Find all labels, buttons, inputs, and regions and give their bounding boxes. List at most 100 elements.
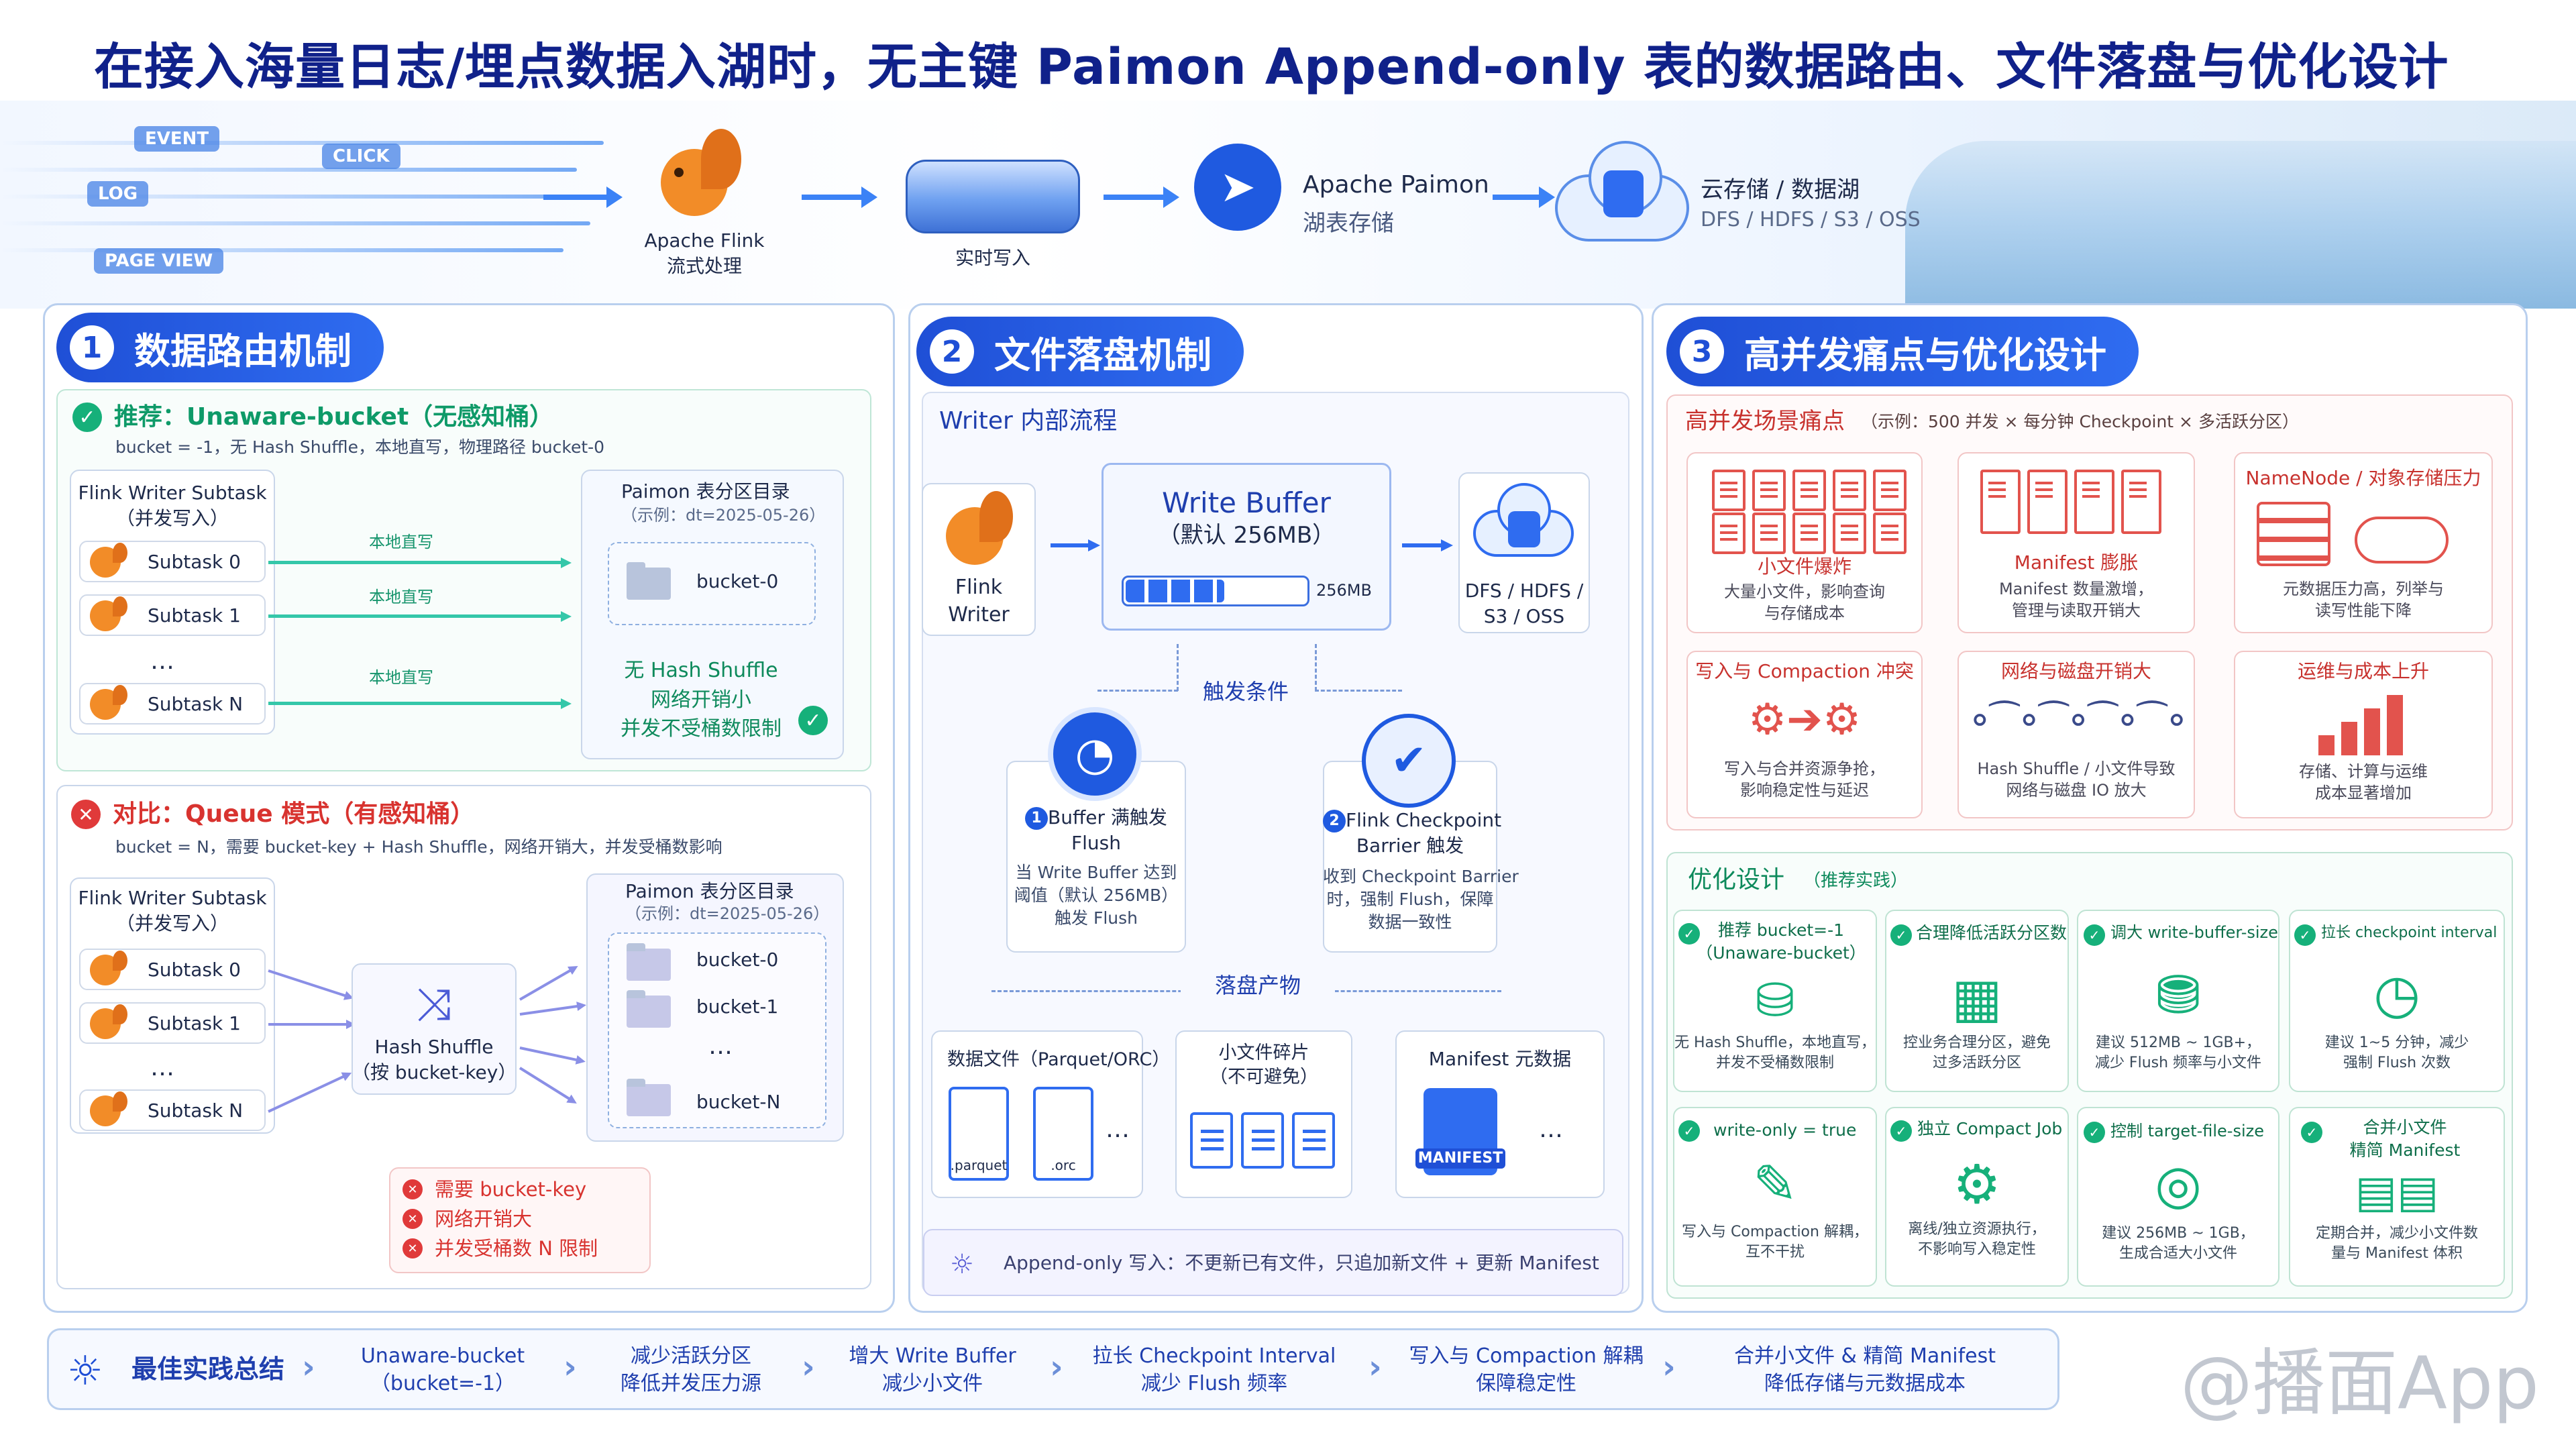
clock-icon: ◷	[2373, 963, 2420, 1025]
rec-title: 推荐：Unaware-bucket（无感知桶）	[114, 403, 554, 431]
opt-7-desc: 定期合并，减少小文件数量与 Manifest 体积	[2315, 1225, 2478, 1262]
o1-more: …	[1106, 1116, 1130, 1143]
buffer-size: 256MB	[1316, 581, 1372, 600]
check-icon: ✓	[1678, 923, 1700, 945]
pain-5-desc: 存储、计算与运维成本显著增加	[2299, 762, 2428, 803]
cloud-storage-icon	[1555, 141, 1689, 241]
tag-click: CLICK	[322, 144, 400, 169]
pain-2-desc: 元数据压力高，列举与读写性能下降	[2283, 580, 2444, 621]
subtask-1: Subtask 1	[79, 594, 266, 636]
opt-5-desc: 离线/独立资源执行，不影响写入稳定性	[1908, 1221, 2046, 1258]
parquet-file-icon	[949, 1087, 1009, 1181]
output-data-files	[931, 1030, 1143, 1198]
panel2-number: 2	[930, 329, 974, 374]
orc-file-icon	[1033, 1087, 1093, 1181]
check-icon: ✓	[1890, 924, 1912, 946]
t1-number: 1	[1025, 807, 1049, 830]
pain-0-desc: 大量小文件，影响查询与存储成本	[1724, 582, 1885, 623]
queue-dir-title: Paimon 表分区目录	[625, 880, 794, 902]
x-icon: ✕	[71, 800, 101, 829]
merge-files-icon: ▤▤	[2355, 1166, 2439, 1218]
cloud-db-icon	[1473, 483, 1574, 564]
pain-3-title: 写入与 Compaction 冲突	[1695, 660, 1914, 682]
edit-icon: ✎	[1752, 1153, 1798, 1216]
chevron-right-icon: ›	[302, 1348, 315, 1386]
file-fragment-icon	[1292, 1112, 1335, 1169]
buffer-sub: （默认 256MB）	[1157, 522, 1336, 549]
check-icon: ✓	[1678, 1120, 1700, 1142]
chevron-right-icon: ›	[1662, 1348, 1676, 1386]
note-text: Append-only 写入：不更新已有文件，只追加新文件 + 更新 Manif…	[1004, 1252, 1599, 1274]
opt-card-5	[1885, 1107, 2069, 1287]
cloud-name: 云存储 / 数据湖	[1701, 176, 1860, 203]
bucket0-label: bucket-0	[696, 570, 779, 592]
server-icon	[2257, 502, 2330, 566]
flink-icon	[90, 951, 127, 985]
o3-tag: MANIFEST	[1415, 1148, 1505, 1169]
benefit-check-icon: ✓	[798, 706, 828, 735]
x-icon: ✕	[402, 1238, 423, 1258]
panel2-header: 2 文件落盘机制	[916, 317, 1244, 386]
opt-6-title: 控制 target-file-size	[2110, 1122, 2265, 1140]
flink-squirrel-icon	[942, 491, 1016, 565]
local-write-label-n: 本地直写	[369, 668, 433, 687]
page-title: 在接入海量日志/埋点数据入湖时，无主键 Paimon Append-only 表…	[94, 38, 2449, 96]
cloud-sub: DFS / HDFS / S3 / OSS	[1701, 208, 1921, 231]
opt-2-title: 调大 write-buffer-size	[2110, 923, 2278, 942]
flink-icon	[90, 543, 127, 578]
cloud-icon	[2355, 517, 2449, 564]
opt-0-desc: 无 Hash Shuffle，本地直写，并发不受桶数限制	[1674, 1034, 1876, 1071]
o1-ext-orc: .orc	[1051, 1157, 1076, 1173]
opt-note: （推荐实践）	[1803, 871, 1909, 891]
writer-title: Flink Writer Subtask（并发写入）	[78, 482, 267, 529]
subtask-ellipsis: …	[150, 647, 174, 675]
network-nodes-icon: ⚬⁀⚬⁀⚬⁀⚬⁀⚬	[1965, 701, 2191, 741]
cmp-desc: bucket = N，需要 bucket-key + Hash Shuffle，…	[115, 837, 722, 857]
queue-subtask-ellipsis: …	[150, 1054, 174, 1081]
pipe-icon	[906, 160, 1080, 233]
queue-dir-example: （示例：dt=2025-05-26）	[625, 904, 830, 923]
pain-card-4	[1957, 651, 2195, 818]
paimon-icon: ➤	[1194, 144, 1281, 231]
rec-desc: bucket = -1，无 Hash Shuffle，本地直写，物理路径 buc…	[115, 437, 605, 457]
summary-item-4: 写入与 Compaction 解耦保障稳定性	[1409, 1344, 1644, 1395]
gear-conflict-icon: ⚙➔⚙	[1748, 695, 1862, 745]
calendar-icon: ▦	[1951, 967, 2002, 1029]
x-icon: ✕	[402, 1209, 423, 1229]
file-fragment-icon	[1190, 1112, 1233, 1169]
dir-example: （示例：dt=2025-05-26）	[621, 506, 826, 525]
local-write-label-0: 本地直写	[369, 533, 433, 551]
queue-subtask-n: Subtask N	[79, 1089, 266, 1131]
pain-2-title: NameNode / 对象存储压力	[2245, 467, 2481, 489]
summary-bar	[47, 1328, 2059, 1410]
pain-3-desc: 写入与合并资源争抢，影响稳定性与延迟	[1724, 759, 1885, 800]
gauge-icon: ◔	[1048, 707, 1142, 801]
panel3-header: 3 高并发痛点与优化设计	[1666, 317, 2139, 386]
folder-icon	[627, 562, 671, 600]
pain-4-desc: Hash Shuffle / 小文件导致网络与磁盘 IO 放大	[1977, 759, 2176, 800]
subtask-0: Subtask 0	[79, 541, 266, 582]
opt-4-title: write-only = true	[1713, 1120, 1857, 1140]
dfs-label: DFS / HDFS /S3 / OSS	[1464, 580, 1584, 627]
summary-label: 最佳实践总结	[131, 1354, 285, 1384]
opt-1-desc: 控业务合理分区，避免过多活跃分区	[1902, 1034, 2051, 1071]
flink-icon	[90, 596, 127, 631]
lake-image	[1905, 141, 2576, 309]
folder-icon	[627, 943, 671, 981]
trigger-label: 触发条件	[1202, 679, 1289, 704]
bulb-icon: ☼	[950, 1249, 974, 1280]
opt-card-1	[1885, 910, 2069, 1092]
check-icon: ✓	[1890, 1120, 1912, 1142]
opt-card-2	[2077, 910, 2279, 1092]
buffer-title: Write Buffer	[1162, 486, 1331, 519]
pain-4-title: 网络与磁盘开销大	[2000, 660, 2151, 682]
paimon-name: Apache Paimon	[1303, 171, 1489, 199]
opt-0-title: 推荐 bucket=-1（Unaware-bucket）	[1696, 920, 1866, 963]
t2-number: 2	[1323, 810, 1346, 833]
opt-1-title: 合理降低活跃分区数	[1916, 923, 2068, 943]
rising-cost-chart-icon	[2318, 694, 2406, 755]
con-1: 网络开销大	[435, 1208, 533, 1230]
